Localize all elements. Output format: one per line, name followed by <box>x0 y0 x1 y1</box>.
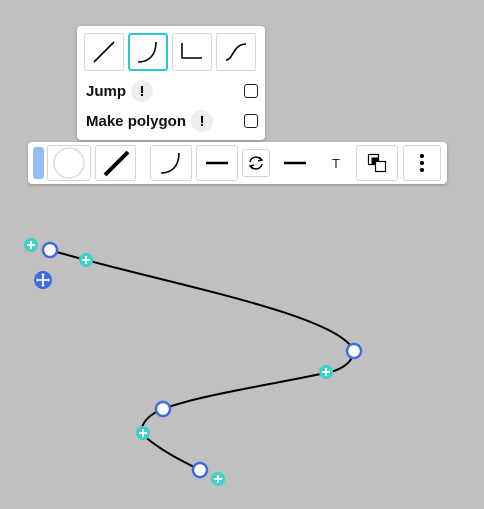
line-type-popup: Jump ! Make polygon ! <box>77 26 265 140</box>
vertical-dots-icon <box>420 154 424 172</box>
curved-line-icon <box>137 41 157 63</box>
jump-checkbox[interactable] <box>244 84 258 98</box>
add-point-handle[interactable] <box>319 365 333 379</box>
line-start-button[interactable] <box>196 145 238 181</box>
jump-info-icon[interactable]: ! <box>131 80 154 102</box>
curved-line[interactable] <box>49 249 354 471</box>
empty-circle-icon <box>53 147 85 179</box>
jump-option: Jump ! <box>86 80 258 102</box>
line-end-button[interactable] <box>274 145 316 181</box>
add-point-handle[interactable] <box>136 426 150 440</box>
line-type-options <box>84 33 256 71</box>
stroke-width-button[interactable] <box>95 145 136 181</box>
make-polygon-option: Make polygon ! <box>86 110 258 132</box>
line-type-button[interactable] <box>150 145 192 181</box>
straight-line-icon <box>93 41 115 63</box>
line-start-plain-icon <box>206 161 228 165</box>
jump-label: Jump <box>86 82 127 100</box>
line-type-elbow-button[interactable] <box>172 33 212 71</box>
line-type-straight-button[interactable] <box>84 33 124 71</box>
make-polygon-label: Make polygon <box>86 112 187 130</box>
make-polygon-info-icon[interactable]: ! <box>191 110 214 132</box>
add-point-handle[interactable] <box>79 253 93 267</box>
curved-line-icon <box>160 152 180 174</box>
line-end-plain-icon <box>284 161 306 165</box>
elbow-line-icon <box>181 43 202 59</box>
fill-color-button[interactable] <box>47 145 91 181</box>
swap-arrows-icon <box>248 156 264 170</box>
shape-toolbar: T <box>28 142 447 184</box>
swap-direction-button[interactable] <box>242 149 270 177</box>
make-polygon-checkbox[interactable] <box>244 114 258 128</box>
line-type-curved-button[interactable] <box>128 33 168 71</box>
s-curve-line-icon <box>225 43 247 61</box>
vertex-handle[interactable] <box>41 241 59 259</box>
vertex-handle[interactable] <box>191 461 209 479</box>
move-handle-icon[interactable] <box>34 271 52 289</box>
arrange-layers-icon <box>367 153 387 173</box>
line-type-s-curve-button[interactable] <box>216 33 256 71</box>
vertex-handle[interactable] <box>154 400 172 418</box>
arrange-button[interactable] <box>356 145 398 181</box>
thick-line-icon <box>103 150 129 177</box>
add-point-handle[interactable] <box>24 238 38 252</box>
stroke-color-swatch[interactable] <box>33 147 44 179</box>
text-tool-label: T <box>332 155 340 171</box>
text-button[interactable]: T <box>320 145 352 181</box>
add-point-handle[interactable] <box>211 472 225 486</box>
vertex-handle[interactable] <box>345 342 363 360</box>
more-options-button[interactable] <box>403 145 441 181</box>
